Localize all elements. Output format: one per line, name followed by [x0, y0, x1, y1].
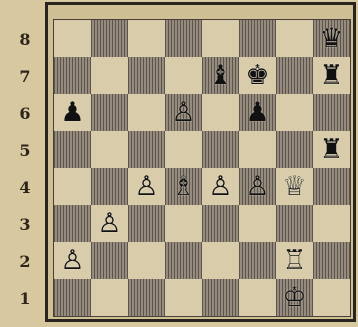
square-a2[interactable]: ♙ — [54, 242, 91, 279]
chess-board: ♛♝♚♜♟♙♟♜♙♗♙♙♕♙♙♖♔ — [53, 19, 351, 317]
square-e8[interactable] — [202, 20, 239, 57]
square-g1[interactable]: ♔ — [276, 279, 313, 316]
square-c8[interactable] — [128, 20, 165, 57]
piece-g2[interactable]: ♖ — [276, 242, 313, 279]
piece-h8[interactable]: ♛ — [313, 20, 350, 57]
square-d7[interactable] — [165, 57, 202, 94]
square-g2[interactable]: ♖ — [276, 242, 313, 279]
piece-f6[interactable]: ♟ — [239, 94, 276, 131]
square-h8[interactable]: ♛ — [313, 20, 350, 57]
square-f2[interactable] — [239, 242, 276, 279]
square-e2[interactable] — [202, 242, 239, 279]
square-c3[interactable] — [128, 205, 165, 242]
piece-h7[interactable]: ♜ — [313, 57, 350, 94]
square-a1[interactable] — [54, 279, 91, 316]
square-f6[interactable]: ♟ — [239, 94, 276, 131]
square-b4[interactable] — [91, 168, 128, 205]
square-c5[interactable] — [128, 131, 165, 168]
square-a5[interactable] — [54, 131, 91, 168]
piece-b3[interactable]: ♙ — [91, 205, 128, 242]
piece-e4[interactable]: ♙ — [202, 168, 239, 205]
piece-d4[interactable]: ♗ — [165, 168, 202, 205]
piece-c4[interactable]: ♙ — [128, 168, 165, 205]
square-g6[interactable] — [276, 94, 313, 131]
square-c4[interactable]: ♙ — [128, 168, 165, 205]
piece-a2[interactable]: ♙ — [54, 242, 91, 279]
square-f3[interactable] — [239, 205, 276, 242]
square-d4[interactable]: ♗ — [165, 168, 202, 205]
rank-label-5: 5 — [16, 141, 34, 161]
square-e3[interactable] — [202, 205, 239, 242]
rank-labels: 8 7 6 5 4 3 2 1 — [0, 0, 50, 327]
square-b3[interactable]: ♙ — [91, 205, 128, 242]
square-f5[interactable] — [239, 131, 276, 168]
square-g4[interactable]: ♕ — [276, 168, 313, 205]
square-c6[interactable] — [128, 94, 165, 131]
piece-f7[interactable]: ♚ — [239, 57, 276, 94]
rank-label-8: 8 — [16, 30, 34, 50]
square-e7[interactable]: ♝ — [202, 57, 239, 94]
square-f7[interactable]: ♚ — [239, 57, 276, 94]
piece-g4[interactable]: ♕ — [276, 168, 313, 205]
square-b5[interactable] — [91, 131, 128, 168]
square-h6[interactable] — [313, 94, 350, 131]
square-d2[interactable] — [165, 242, 202, 279]
square-g8[interactable] — [276, 20, 313, 57]
piece-d6[interactable]: ♙ — [165, 94, 202, 131]
square-f1[interactable] — [239, 279, 276, 316]
square-a7[interactable] — [54, 57, 91, 94]
square-f8[interactable] — [239, 20, 276, 57]
square-c1[interactable] — [128, 279, 165, 316]
square-d3[interactable] — [165, 205, 202, 242]
piece-g1[interactable]: ♔ — [276, 279, 313, 316]
square-h7[interactable]: ♜ — [313, 57, 350, 94]
square-b1[interactable] — [91, 279, 128, 316]
square-b8[interactable] — [91, 20, 128, 57]
square-e6[interactable] — [202, 94, 239, 131]
square-h5[interactable]: ♜ — [313, 131, 350, 168]
piece-e7[interactable]: ♝ — [202, 57, 239, 94]
square-d1[interactable] — [165, 279, 202, 316]
square-h4[interactable] — [313, 168, 350, 205]
square-g5[interactable] — [276, 131, 313, 168]
square-g3[interactable] — [276, 205, 313, 242]
square-b7[interactable] — [91, 57, 128, 94]
rank-label-1: 1 — [16, 289, 34, 309]
rank-label-2: 2 — [16, 252, 34, 272]
square-h3[interactable] — [313, 205, 350, 242]
square-d8[interactable] — [165, 20, 202, 57]
square-d6[interactable]: ♙ — [165, 94, 202, 131]
square-g7[interactable] — [276, 57, 313, 94]
square-b6[interactable] — [91, 94, 128, 131]
square-a4[interactable] — [54, 168, 91, 205]
rank-label-7: 7 — [16, 67, 34, 87]
rank-label-6: 6 — [16, 104, 34, 124]
square-f4[interactable]: ♙ — [239, 168, 276, 205]
rank-label-3: 3 — [16, 215, 34, 235]
square-e4[interactable]: ♙ — [202, 168, 239, 205]
rank-label-4: 4 — [16, 178, 34, 198]
piece-a6[interactable]: ♟ — [54, 94, 91, 131]
square-a6[interactable]: ♟ — [54, 94, 91, 131]
square-c2[interactable] — [128, 242, 165, 279]
square-c7[interactable] — [128, 57, 165, 94]
square-h2[interactable] — [313, 242, 350, 279]
piece-h5[interactable]: ♜ — [313, 131, 350, 168]
square-e5[interactable] — [202, 131, 239, 168]
square-e1[interactable] — [202, 279, 239, 316]
square-a8[interactable] — [54, 20, 91, 57]
square-a3[interactable] — [54, 205, 91, 242]
square-h1[interactable] — [313, 279, 350, 316]
square-d5[interactable] — [165, 131, 202, 168]
square-b2[interactable] — [91, 242, 128, 279]
piece-f4[interactable]: ♙ — [239, 168, 276, 205]
